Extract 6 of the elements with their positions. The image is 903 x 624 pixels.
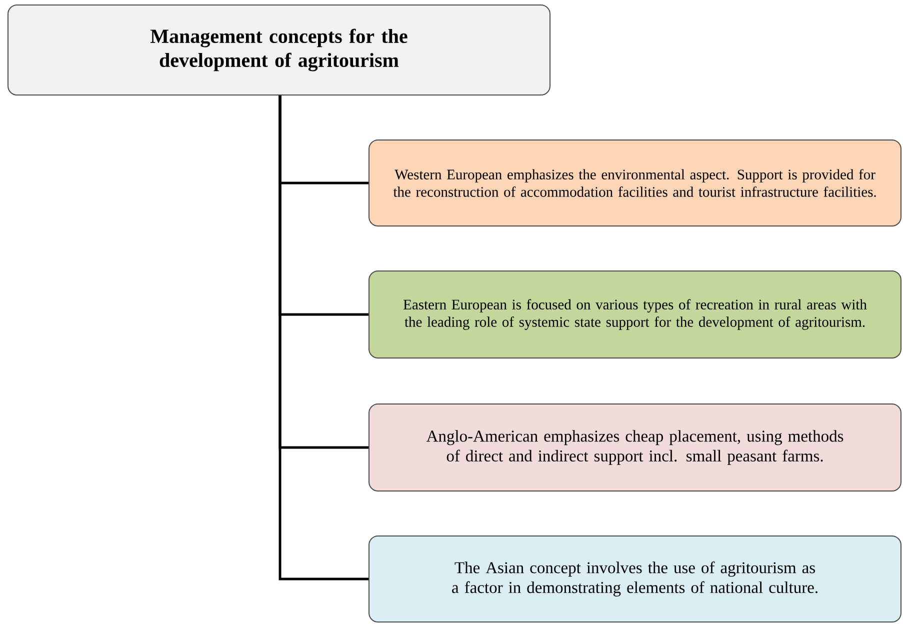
concept-box: Western European emphasizes the environmental aspect. Support is provided for the reconstruction of accommodation facilities and tourist infrastructure facilities.: [368, 140, 902, 226]
connector: [278, 96, 368, 580]
concept-box: Eastern European is focused on various types of recreation in rural areas with the leading role of systemic state support for the development of agritourism.: [368, 270, 902, 358]
title-box: Management concepts for the development of agritourism: [8, 4, 550, 96]
concept-box: Anglo-American emphasizes cheap placement, using methods of direct and indirect support incl. small peasant farms.: [368, 404, 902, 492]
concept-box: The Asian concept involves the use of agritourism as a factor in demonstrating elements of national culture.: [368, 536, 902, 622]
